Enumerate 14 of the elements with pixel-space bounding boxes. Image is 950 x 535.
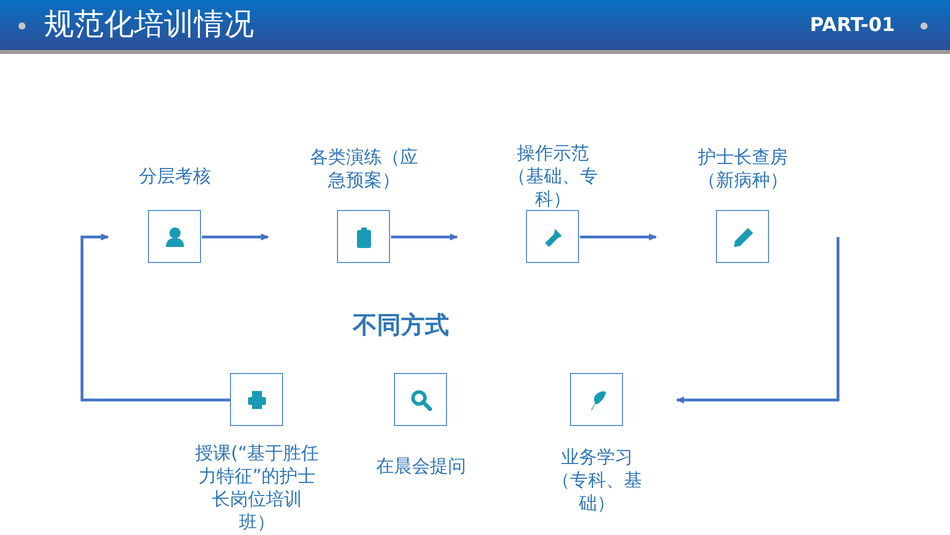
slide-title: 规范化培训情况 [44,7,254,43]
step-label: 在晨会提问 [375,455,467,478]
step-label: 操作示范（基础、专科） [507,142,599,211]
step-label: 护士长查房（新病种） [697,146,789,192]
step-label: 分层考核 [138,165,212,188]
arrow [391,234,458,240]
arrow [580,234,657,240]
arrow [202,234,269,240]
step-label: 业务学习（专科、基础） [551,446,643,515]
step-label: 各类演练（应急预案） [309,146,419,192]
part-number: PART-01 [810,14,895,36]
arrow [80,234,230,402]
center-heading: 不同方式 [353,310,449,340]
step-label: 授课(“基于胜任力特征”的护士长岗位培训班） [194,442,320,534]
